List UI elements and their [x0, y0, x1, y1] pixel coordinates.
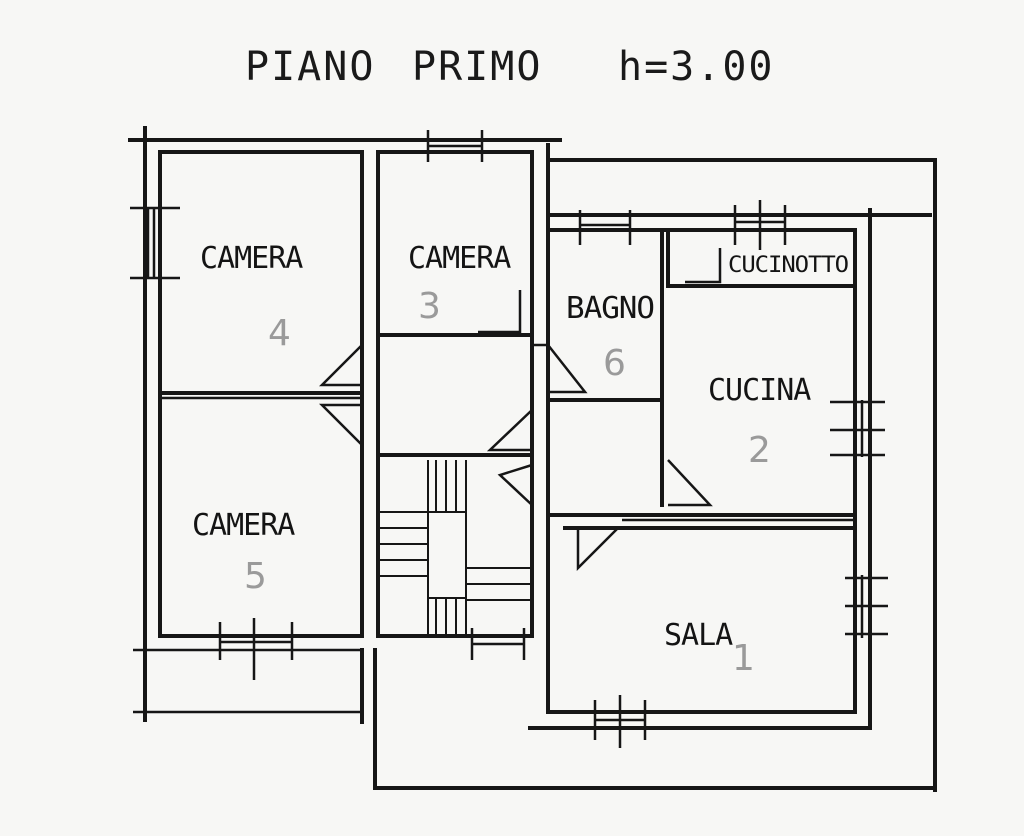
room-label-camera-3: CAMERA — [408, 241, 511, 276]
room-label-cucina: CUCINA — [708, 373, 811, 408]
room-label-sala: SALA — [664, 618, 733, 653]
window-left-camera-4 — [130, 206, 180, 280]
room-labels: CAMERA 4 CAMERA 3 BAGNO 6 CUCINOTTO CUCI… — [192, 241, 849, 679]
window-stair — [470, 628, 526, 660]
title-level: PRIMO — [412, 44, 542, 90]
staircase — [378, 460, 532, 636]
room-number-sala: 1 — [732, 638, 755, 679]
room-number-camera-3: 3 — [418, 286, 441, 327]
window-cucina — [830, 400, 885, 457]
room-label-bagno: BAGNO — [566, 291, 654, 326]
interior-walls — [158, 150, 857, 638]
window-sala-right — [845, 575, 888, 638]
room-number-camera-4: 4 — [268, 313, 291, 354]
room-label-cucinotto: CUCINOTTO — [728, 253, 848, 278]
title-height: h=3.00 — [618, 44, 775, 90]
window-top-camera-3 — [426, 130, 484, 162]
outer-walls — [128, 126, 937, 792]
room-number-bagno: 6 — [603, 343, 626, 384]
room-number-cucina: 2 — [748, 430, 771, 471]
windows — [130, 130, 888, 748]
doors — [318, 248, 722, 572]
room-number-camera-5: 5 — [244, 556, 267, 597]
room-label-camera-5: CAMERA — [192, 508, 295, 543]
window-cucinotto — [733, 200, 787, 250]
window-camera-5 — [218, 618, 294, 680]
window-bagno — [578, 210, 632, 245]
window-sala-bottom — [593, 695, 647, 748]
title-floor: PIANO — [245, 44, 375, 90]
plan-title: PIANO PRIMO h=3.00 — [245, 44, 775, 90]
room-label-camera-4: CAMERA — [200, 241, 303, 276]
